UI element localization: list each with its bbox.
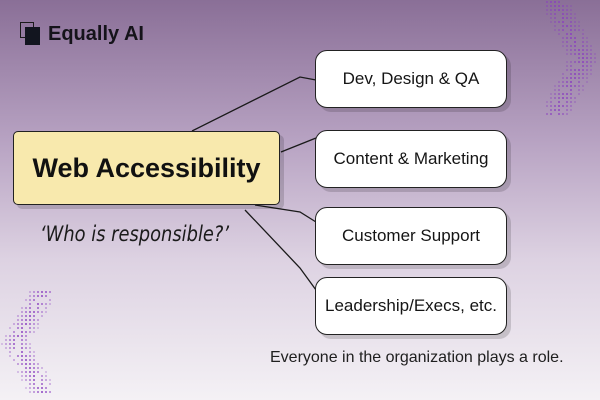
footer-caption: Everyone in the organization plays a rol…	[270, 349, 564, 367]
main-subtitle: ‘Who is responsible?’	[40, 222, 229, 246]
role-box-leadership: Leadership/Execs, etc.	[315, 277, 507, 335]
main-topic-box: Web Accessibility	[13, 131, 280, 205]
connector-leadership	[245, 210, 316, 290]
connector-support	[255, 205, 316, 222]
role-box-content: Content & Marketing	[315, 130, 507, 188]
connector-content	[281, 138, 316, 152]
connector-dev	[192, 77, 316, 131]
dot-pattern-top-right	[545, 0, 600, 118]
role-box-support: Customer Support	[315, 207, 507, 265]
dot-pattern-bottom-left	[0, 290, 52, 395]
role-box-dev: Dev, Design & QA	[315, 50, 507, 108]
